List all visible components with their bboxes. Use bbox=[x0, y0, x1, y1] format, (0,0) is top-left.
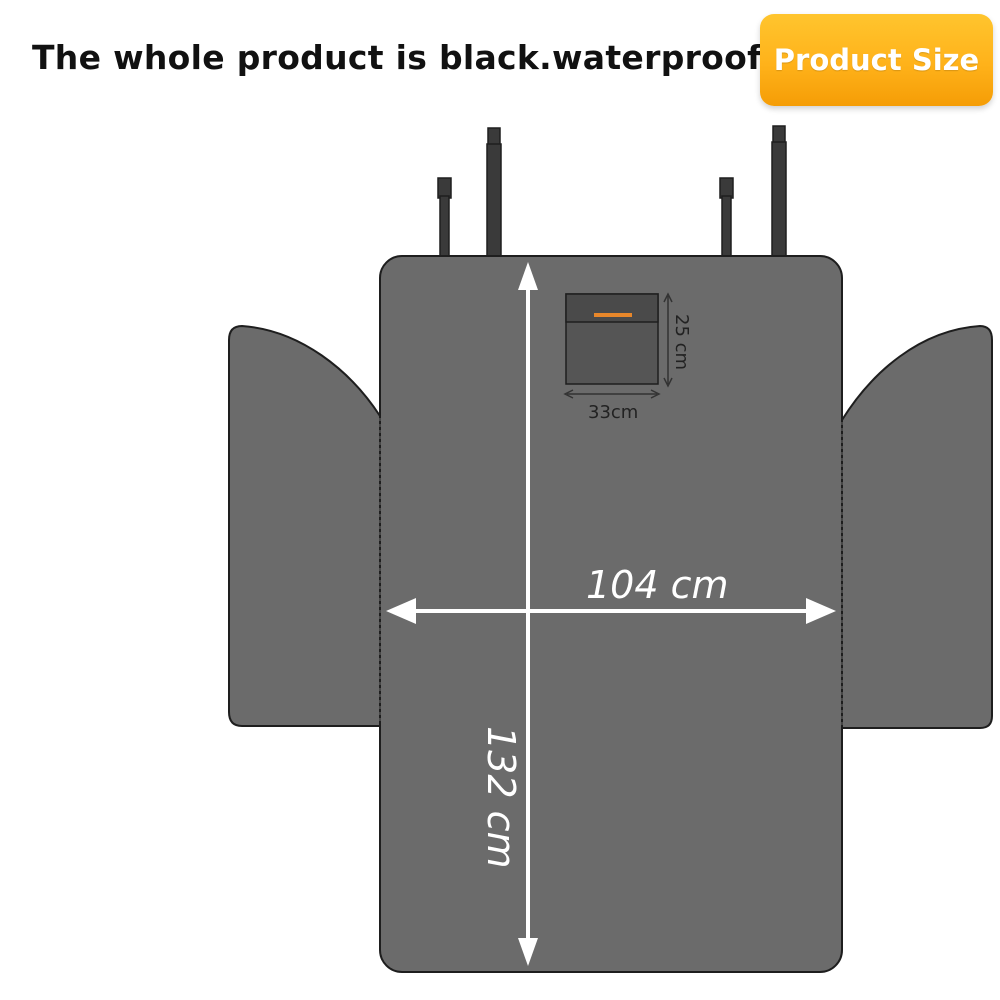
right-side-flap bbox=[841, 324, 993, 729]
product-size-badge: Product Size bbox=[760, 14, 993, 106]
product-size-badge-label: Product Size bbox=[773, 43, 980, 77]
strap-left-short bbox=[437, 177, 452, 263]
left-side-flap bbox=[228, 324, 381, 727]
strap-right-short bbox=[719, 177, 734, 263]
pocket-width-label: 33cm bbox=[588, 402, 638, 423]
storage-pocket bbox=[565, 293, 659, 385]
strap-right-long bbox=[771, 125, 787, 269]
pocket-zipper-accent bbox=[594, 313, 632, 317]
length-arrow bbox=[518, 262, 538, 966]
length-label: 132 cm bbox=[479, 726, 523, 869]
width-arrow bbox=[386, 598, 836, 624]
headline: The whole product is black.waterproof. bbox=[32, 38, 773, 77]
strap-left-long bbox=[486, 127, 502, 269]
pocket-height-label: 25 cm bbox=[671, 314, 692, 370]
width-label: 104 cm bbox=[586, 563, 729, 607]
